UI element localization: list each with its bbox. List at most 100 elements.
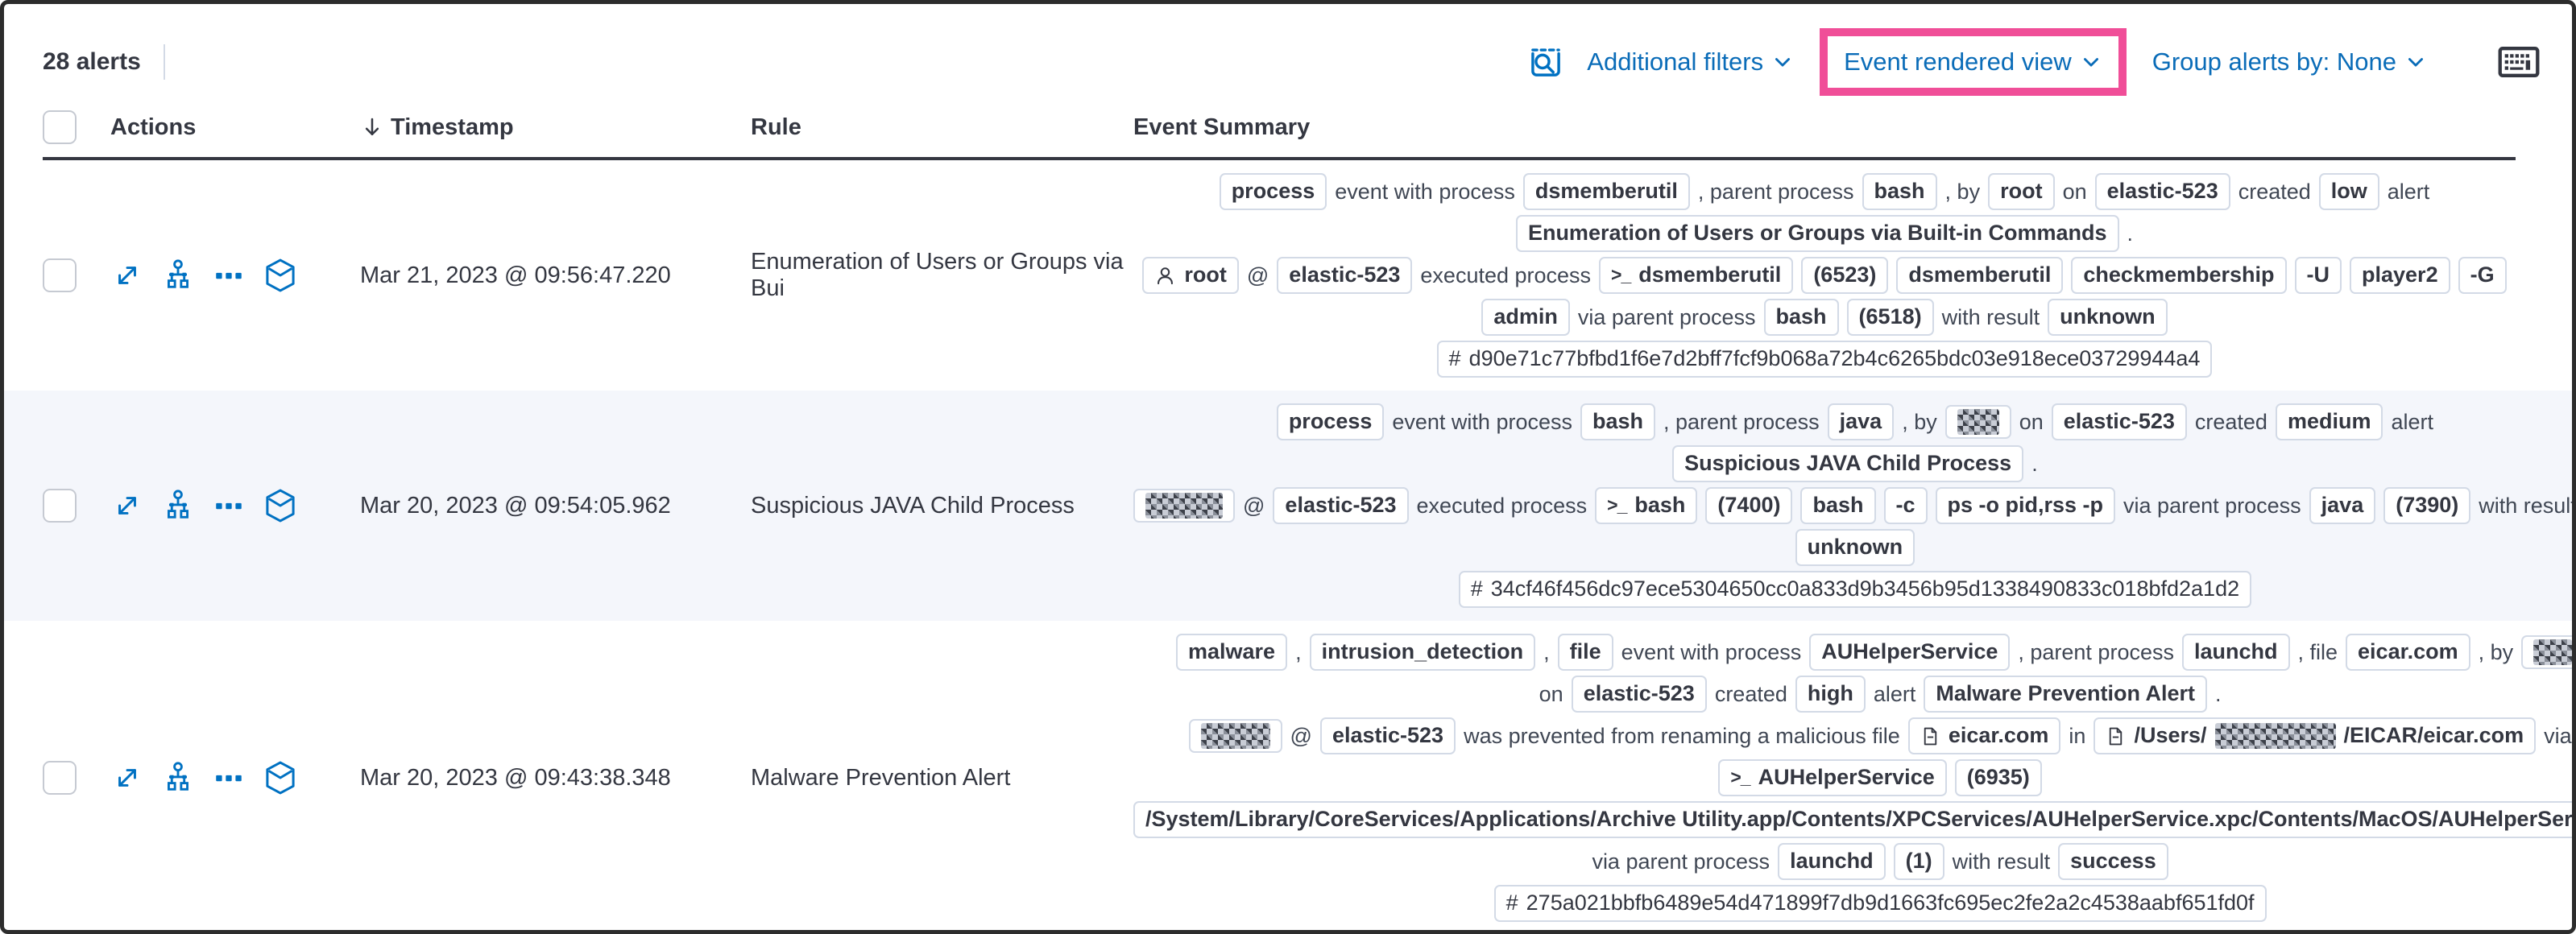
analyze-event-button[interactable] — [160, 488, 196, 523]
more-actions-button[interactable] — [212, 489, 246, 523]
summary-badge[interactable]: ps -o pid,rss -p — [1935, 487, 2116, 524]
rule-name[interactable]: Enumeration of Users or Groups via Bui — [751, 249, 1124, 301]
summary-badge[interactable]: process — [1276, 403, 1385, 440]
more-actions-button[interactable] — [212, 761, 246, 795]
summary-badge[interactable]: (6523) — [1801, 257, 1889, 294]
hash-badge[interactable]: #d90e71c77bfbd1f6e7d2bff7fcf9b068a72b4c6… — [1436, 341, 2213, 378]
summary-badge[interactable]: file — [1557, 634, 1613, 671]
alert-row: Mar 20, 2023 @ 09:43:38.348 Malware Prev… — [4, 621, 2572, 930]
summary-badge[interactable]: high — [1795, 676, 1866, 713]
summary-badge[interactable]: java — [1827, 403, 1895, 440]
summary-text: . — [2215, 681, 2222, 706]
inspect-button[interactable] — [1527, 43, 1564, 81]
view-selector-button[interactable]: Event rendered view — [1844, 48, 2102, 76]
summary-badge[interactable]: elastic-523 — [1571, 676, 1707, 713]
summary-badge[interactable]: elastic-523 — [1273, 487, 1409, 524]
summary-badge[interactable]: (1) — [1893, 843, 1944, 880]
session-view-button[interactable] — [262, 257, 299, 294]
summary-badge[interactable]: admin — [1481, 299, 1570, 336]
expand-alert-button[interactable] — [110, 258, 144, 292]
file-path-badge[interactable]: /Users//EICAR/eicar.com — [2094, 717, 2537, 754]
summary-text: via parent process — [1577, 304, 1756, 329]
row-checkbox[interactable] — [43, 258, 77, 292]
summary-badge[interactable]: player2 — [2350, 257, 2450, 294]
summary-badge[interactable]: /System/Library/CoreServices/Application… — [1133, 801, 2572, 838]
analyze-event-button[interactable] — [160, 258, 196, 293]
expand-alert-button[interactable] — [110, 761, 144, 795]
additional-filters-label: Additional filters — [1587, 48, 1764, 76]
process-badge[interactable]: >_dsmemberutil — [1599, 257, 1794, 294]
summary-badge[interactable]: eicar.com — [2346, 634, 2470, 671]
summary-badge[interactable]: -G — [2458, 257, 2507, 294]
summary-badge[interactable]: success — [2058, 843, 2168, 880]
session-view-button[interactable] — [262, 759, 299, 796]
summary-badge[interactable]: (7400) — [1705, 487, 1793, 524]
row-actions — [110, 257, 360, 294]
summary-badge[interactable]: checkmembership — [2071, 257, 2287, 294]
redacted-badge[interactable] — [1944, 405, 2011, 439]
summary-badge[interactable]: bash — [1763, 299, 1839, 336]
session-view-button[interactable] — [262, 487, 299, 524]
redacted-badge[interactable] — [1188, 719, 1282, 753]
summary-badge[interactable]: intrusion_detection — [1309, 634, 1536, 671]
summary-badge[interactable]: java — [2309, 487, 2376, 524]
summary-badge[interactable]: Enumeration of Users or Groups via Built… — [1515, 215, 2119, 252]
hash-badge[interactable]: #34cf46f456dc97ece5304650cc0a833d9b3456b… — [1458, 571, 2252, 608]
process-badge[interactable]: >_AUHelperService — [1718, 759, 1947, 796]
summary-badge[interactable]: elastic-523 — [1277, 257, 1413, 294]
redacted-badge[interactable] — [1133, 489, 1235, 523]
row-checkbox[interactable] — [43, 489, 77, 523]
summary-badge[interactable]: elastic-523 — [2094, 173, 2230, 210]
summary-badge[interactable]: Malware Prevention Alert — [1924, 676, 2207, 713]
summary-badge[interactable]: launchd — [1778, 843, 1886, 880]
column-header-timestamp[interactable]: Timestamp — [360, 114, 751, 141]
row-checkbox[interactable] — [43, 761, 77, 795]
summary-badge[interactable]: bash — [1580, 403, 1656, 440]
summary-badge[interactable]: elastic-523 — [2051, 403, 2187, 440]
summary-text: . — [2127, 221, 2134, 246]
summary-badge[interactable]: (7390) — [2383, 487, 2471, 524]
expand-alert-button[interactable] — [110, 489, 144, 523]
user-badge[interactable]: root — [1142, 257, 1239, 294]
summary-badge[interactable]: Suspicious JAVA Child Process — [1672, 445, 2024, 482]
keyboard-shortcuts-button[interactable] — [2498, 46, 2540, 78]
hash-badge[interactable]: #275a021bbfb6489e54d471899f7db9d1663fc69… — [1493, 885, 2267, 922]
group-alerts-by-button[interactable]: Group alerts by: None — [2152, 48, 2427, 76]
file-badge[interactable]: eicar.com — [1907, 717, 2061, 754]
more-actions-button[interactable] — [212, 258, 246, 292]
analyze-event-button[interactable] — [160, 760, 196, 796]
summary-badge[interactable]: (6935) — [1954, 759, 2042, 796]
redacted-badge[interactable] — [2521, 635, 2572, 669]
process-badge[interactable]: >_bash — [1595, 487, 1698, 524]
summary-badge[interactable]: bash — [1800, 487, 1876, 524]
summary-badge[interactable]: bash — [1862, 173, 1937, 210]
summary-badge[interactable]: process — [1219, 173, 1327, 210]
summary-badge[interactable]: elastic-523 — [1319, 717, 1456, 754]
summary-badge[interactable]: low — [2318, 173, 2379, 210]
summary-badge[interactable]: (6518) — [1846, 299, 1934, 336]
summary-badge[interactable]: dsmemberutil — [1522, 173, 1690, 210]
rule-name[interactable]: Suspicious JAVA Child Process — [751, 492, 1075, 519]
summary-badge[interactable]: root — [1988, 173, 2055, 210]
redacted-blur — [1200, 723, 1270, 749]
timestamp-value: Mar 20, 2023 @ 09:43:38.348 — [360, 764, 671, 791]
rule-name[interactable]: Malware Prevention Alert — [751, 764, 1011, 791]
summary-badge[interactable]: dsmemberutil — [1896, 257, 2064, 294]
summary-badge[interactable]: launchd — [2181, 634, 2290, 671]
additional-filters-button[interactable]: Additional filters — [1587, 48, 1794, 76]
keyboard-icon — [2498, 46, 2540, 78]
summary-badge[interactable]: medium — [2275, 403, 2383, 440]
summary-badge[interactable]: AUHelperService — [1809, 634, 2011, 671]
summary-badge[interactable]: unknown — [1795, 529, 1915, 566]
summary-badge[interactable]: malware — [1176, 634, 1288, 671]
summary-badge[interactable]: unknown — [2048, 299, 2168, 336]
hash-icon: # — [1448, 346, 1461, 371]
summary-line: #34cf46f456dc97ece5304650cc0a833d9b3456b… — [1133, 571, 2572, 608]
summary-text: was prevented from renaming a malicious … — [1464, 723, 1900, 748]
summary-badge[interactable]: -c — [1883, 487, 1928, 524]
select-all-checkbox[interactable] — [43, 110, 77, 144]
summary-badge[interactable]: -U — [2294, 257, 2342, 294]
